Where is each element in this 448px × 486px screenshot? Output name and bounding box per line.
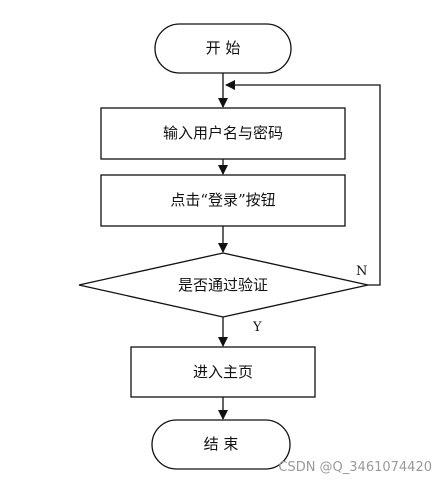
start-terminal bbox=[154, 23, 292, 74]
edges bbox=[218, 73, 381, 420]
edge-label-no: N bbox=[356, 264, 367, 279]
nodes bbox=[78, 23, 369, 470]
enter-home-label: 进入主页 bbox=[193, 363, 253, 381]
input-credentials-label: 输入用户名与密码 bbox=[163, 124, 283, 142]
enter-home-box bbox=[130, 346, 316, 398]
click-login-label: 点击“登录”按钮 bbox=[170, 191, 275, 209]
verify-label: 是否通过验证 bbox=[178, 276, 268, 294]
edge-label-yes: Y bbox=[252, 320, 262, 335]
verify-decision-diamond bbox=[78, 252, 369, 318]
end-terminal bbox=[151, 419, 291, 470]
click-login-box bbox=[100, 174, 346, 227]
node-labels: 开 始 输入用户名与密码 点击“登录”按钮 是否通过验证 进入主页 结 束 bbox=[163, 39, 283, 453]
edge-labels: Y N bbox=[252, 264, 367, 335]
start-label: 开 始 bbox=[206, 39, 241, 57]
edge-verify-loop-to-input bbox=[225, 80, 381, 286]
watermark-text: CSDN @Q_3461074420 bbox=[278, 460, 432, 475]
end-label: 结 束 bbox=[204, 435, 239, 453]
input-credentials-box bbox=[100, 107, 346, 160]
